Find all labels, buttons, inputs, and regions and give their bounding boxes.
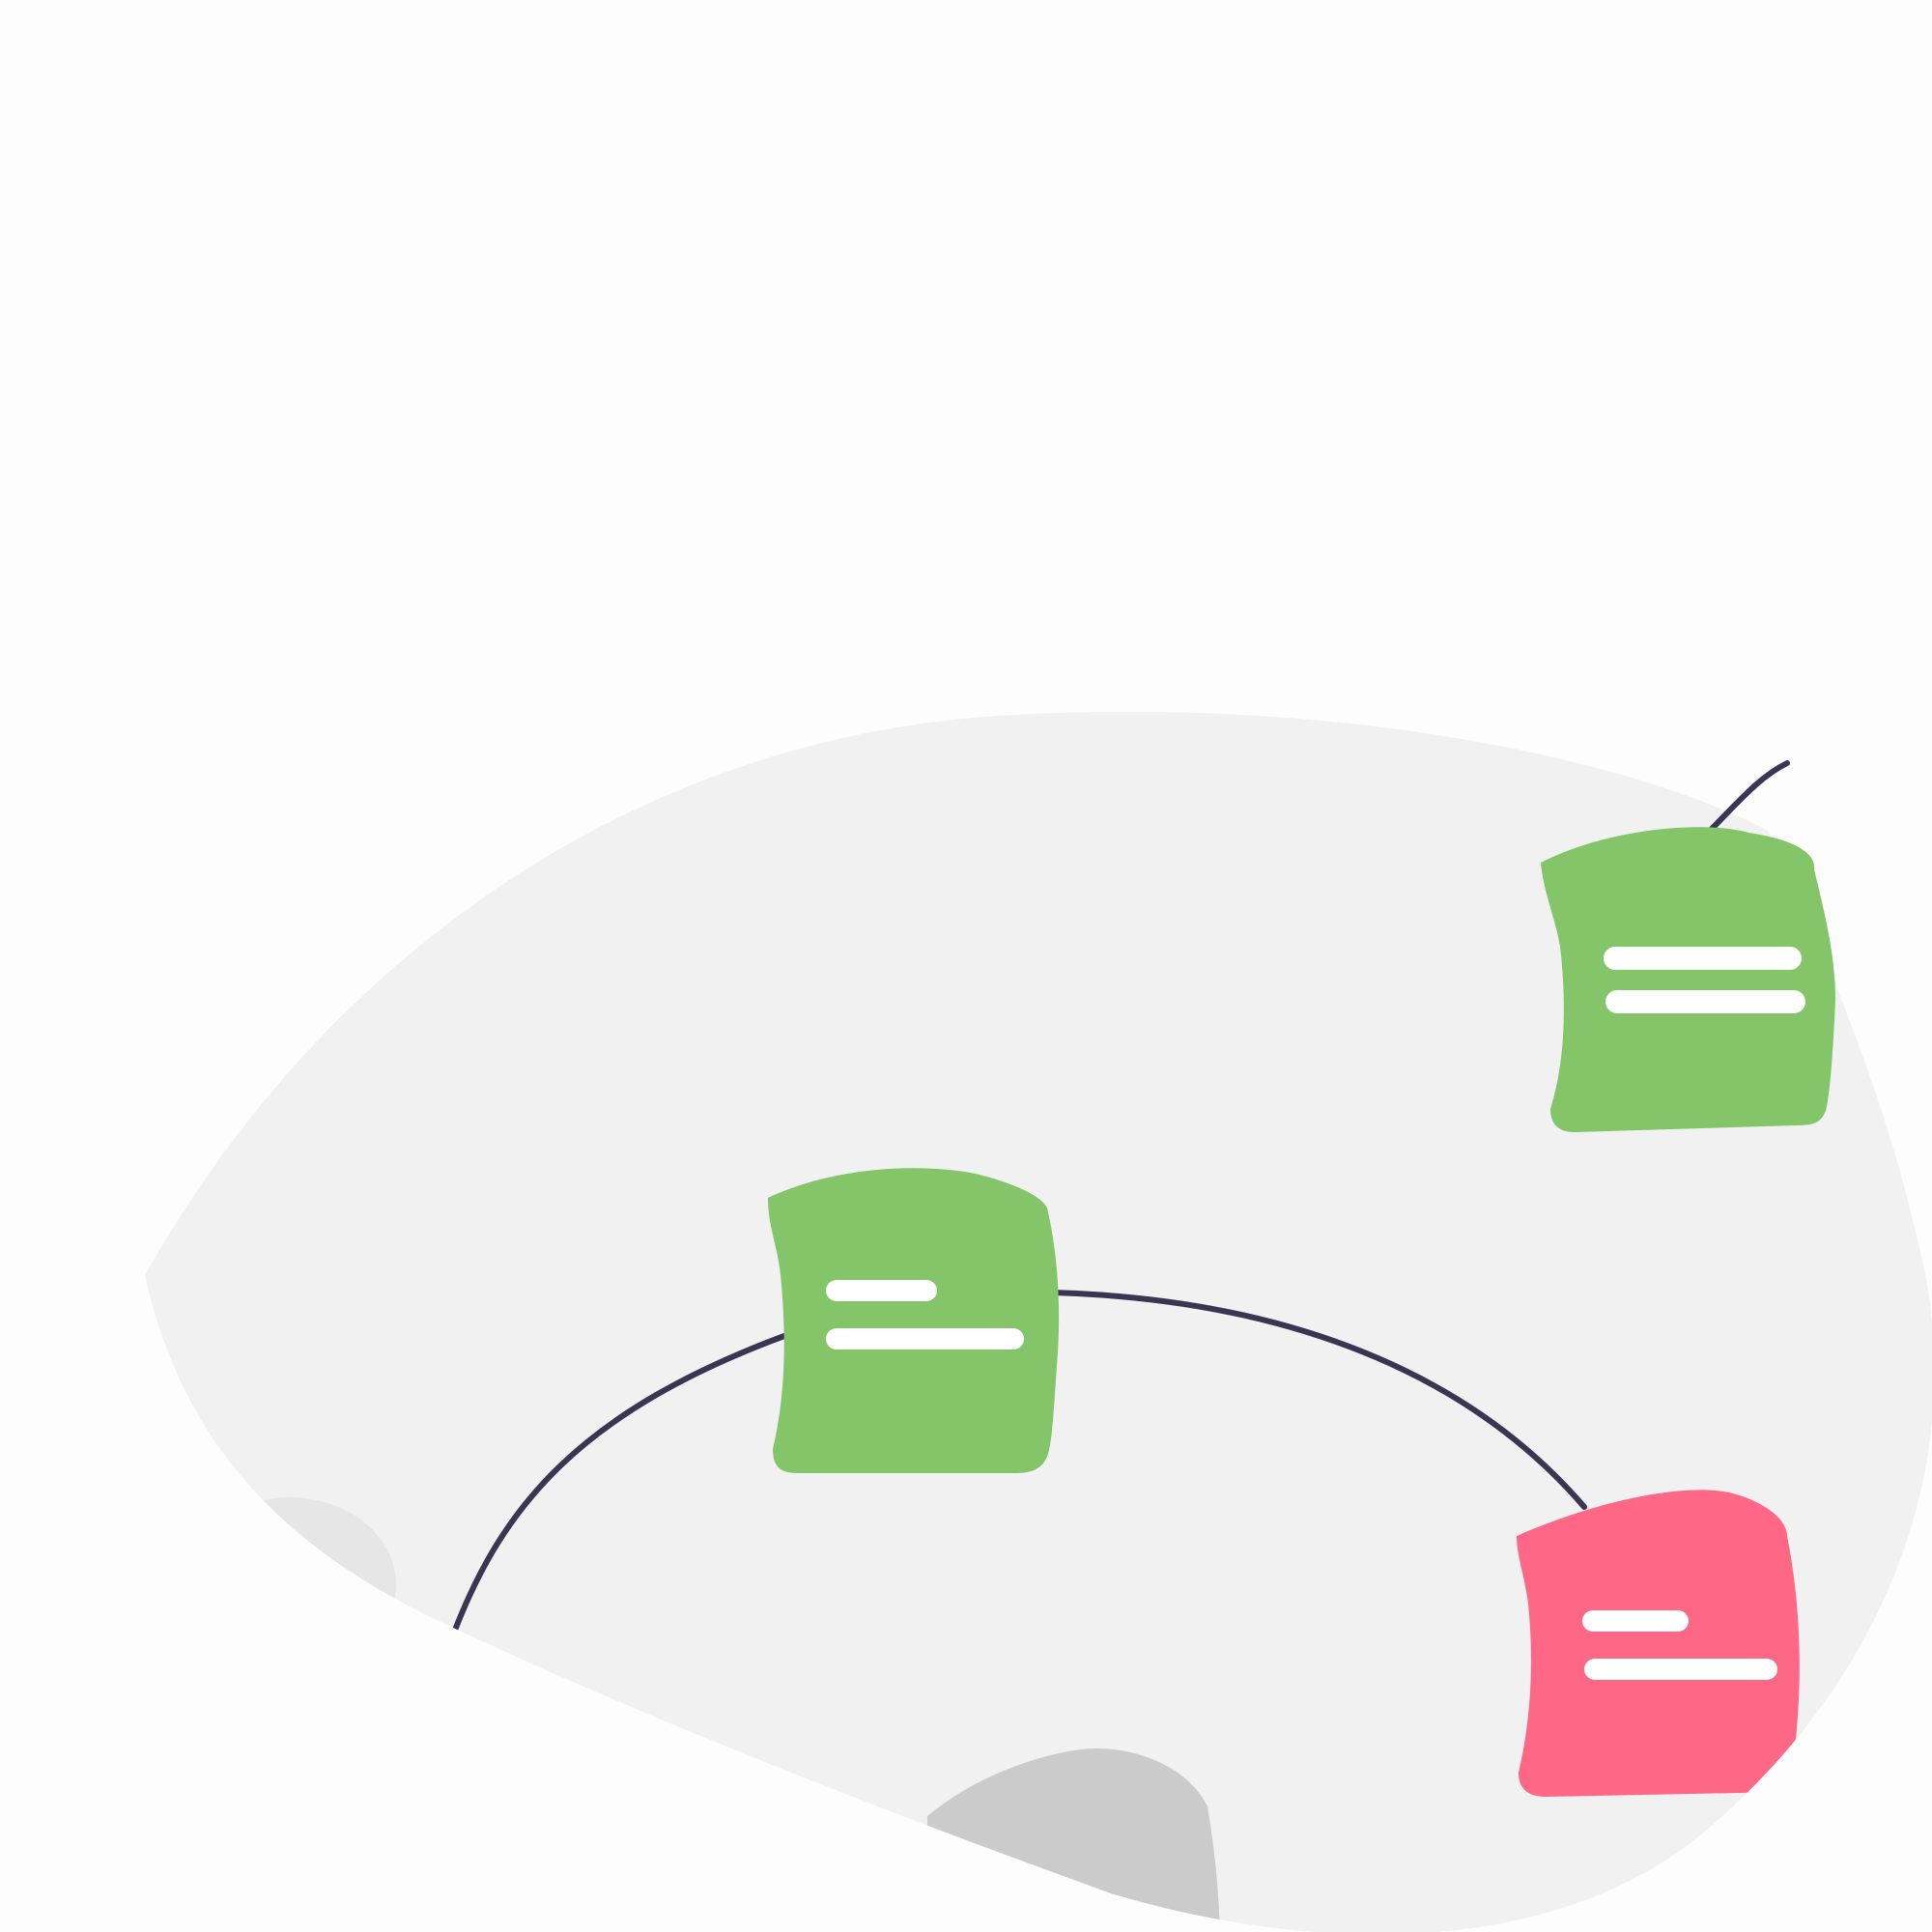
note-text-line: [1604, 947, 1802, 970]
sticky-note-green-top-right: [1541, 827, 1835, 1132]
note-text-line: [1584, 1659, 1777, 1680]
note-text-line: [1605, 990, 1805, 1013]
sticky-note-green-center: [768, 1168, 1060, 1473]
connector-line-right: [1050, 1290, 1587, 1510]
connector-line-top-right: [1702, 760, 1790, 838]
note-text-line: [826, 1280, 937, 1301]
note-text-line: [1582, 1610, 1689, 1632]
note-text-line: [826, 1328, 1024, 1350]
faint-background-shape: [184, 1497, 396, 1671]
connector-line-left: [451, 1330, 795, 1635]
sticky-note-pink-bottom-right: [1517, 1490, 1800, 1797]
